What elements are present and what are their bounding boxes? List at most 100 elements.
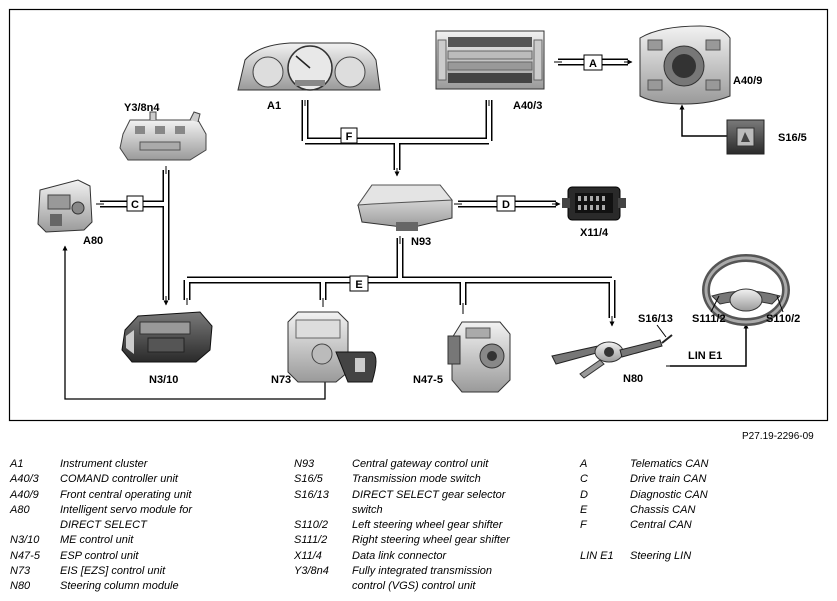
data-link-connector-image: [562, 186, 626, 221]
legend-row: S16/5 Transmission mode switch: [294, 472, 564, 487]
s16-13-pointer: [656, 324, 667, 338]
bus-c-box: C: [126, 195, 144, 212]
legend-row: DIRECT SELECT: [10, 518, 280, 533]
legend-description: Steering column module: [60, 580, 179, 593]
legend-description: Front central operating unit: [60, 488, 192, 501]
legend-row: N47-5 ESP control unit: [10, 549, 280, 564]
esp-control-unit-image: [447, 321, 511, 393]
s16-5-line: [679, 104, 727, 137]
legend-code: D: [580, 488, 588, 501]
label-n80: N80: [623, 373, 643, 385]
legend-code: S16/5: [294, 473, 323, 486]
legend-row: LIN E1 Steering LIN: [580, 549, 830, 564]
bus-f-box: F: [340, 127, 358, 144]
legend-code: [10, 518, 60, 533]
legend-description: Telematics CAN: [630, 458, 709, 470]
svg-text:D: D: [502, 199, 510, 211]
svg-text:C: C: [131, 199, 139, 211]
legend-description: Intelligent servo module for: [60, 503, 193, 516]
legend-row: A40/9 Front central operating unit: [10, 488, 280, 503]
label-s16-13: S16/13: [638, 313, 673, 325]
legend-code: N80: [10, 580, 31, 593]
legend-row: D Diagnostic CAN: [580, 488, 830, 503]
legend-description: Central gateway control unit: [352, 458, 489, 470]
vgs-control-unit-image: [119, 111, 207, 161]
label-n73: N73: [271, 374, 291, 386]
legend-code: [294, 503, 352, 518]
servo-module-image: [37, 179, 93, 233]
steering-column-module-image: [551, 334, 673, 379]
legend-description: DIRECT SELECT gear selector: [352, 488, 506, 501]
svg-text:F: F: [346, 131, 353, 143]
legend-row: [580, 533, 830, 548]
legend-description: Fully integrated transmission: [352, 565, 493, 578]
instrument-cluster-image: [237, 42, 381, 91]
label-a80: A80: [83, 235, 103, 247]
legend-row: X11/4 Data link connector: [294, 549, 564, 564]
legend-description: Drive train CAN: [630, 473, 707, 486]
legend-description: Diagnostic CAN: [630, 488, 708, 501]
legend-code: S111/2: [294, 534, 328, 547]
legend-description: ESP control unit: [60, 549, 139, 562]
legend-code: A80: [10, 503, 30, 516]
me-control-unit-image: [121, 311, 213, 363]
legend-description: Transmission mode switch: [352, 473, 481, 486]
bus-a-box: A: [583, 54, 603, 71]
legend-code: F: [580, 519, 587, 532]
legend-code: [583, 533, 633, 548]
s111-2-pointer: [710, 295, 720, 313]
legend-description: DIRECT SELECT: [60, 519, 147, 532]
legend-code: A40/9: [10, 488, 39, 501]
legend-description: Central CAN: [630, 519, 692, 532]
legend-row: F Central CAN: [580, 518, 830, 533]
legend-code: [294, 579, 352, 594]
legend-row: control (VGS) control unit: [294, 579, 564, 594]
legend-description: Chassis CAN: [630, 503, 696, 516]
label-n93: N93: [411, 236, 431, 248]
legend-code: X11/4: [294, 549, 322, 562]
bus-d-box: D: [496, 195, 516, 212]
label-x11-4: X11/4: [580, 227, 609, 239]
legend-code: N3/10: [10, 534, 40, 547]
legend-code: A: [580, 458, 588, 470]
legend-row: S16/13 DIRECT SELECT gear selector: [294, 488, 564, 503]
label-n3-10: N3/10: [149, 374, 178, 386]
s110-2-pointer: [776, 295, 784, 313]
legend-code: S110/2: [294, 519, 329, 532]
legend-row: A Telematics CAN: [580, 457, 830, 472]
lin-e1-label: LIN E1: [688, 350, 722, 362]
label-s111-2: S111/2: [692, 313, 726, 325]
label-s16-5: S16/5: [778, 132, 807, 144]
label-y3-8n4: Y3/8n4: [124, 102, 160, 114]
comand-unit-image: [435, 30, 545, 90]
svg-text:A: A: [589, 58, 597, 70]
legend-description: [633, 533, 830, 548]
legend-code: N47-5: [10, 549, 40, 562]
transmission-mode-switch-image: [726, 119, 765, 155]
front-central-operating-unit-image: [639, 25, 731, 105]
legend-row: switch: [294, 503, 564, 518]
label-a40-9: A40/9: [733, 75, 762, 87]
legend-description: switch: [352, 503, 383, 516]
legend-description: COMAND controller unit: [60, 473, 178, 486]
legend-code: LIN E1: [580, 549, 614, 562]
figure-reference: P27.19-2296-09: [742, 431, 814, 442]
label-a40-3: A40/3: [513, 100, 542, 112]
svg-text:E: E: [355, 279, 362, 291]
legend-description: Steering LIN: [630, 549, 692, 562]
legend-description: Data link connector: [352, 549, 447, 562]
legend-description: Instrument cluster: [60, 458, 148, 470]
legend-row: N80 Steering column module: [10, 579, 280, 594]
legend-row: A80 Intelligent servo module for: [10, 503, 280, 518]
legend-code: S16/13: [294, 488, 329, 501]
